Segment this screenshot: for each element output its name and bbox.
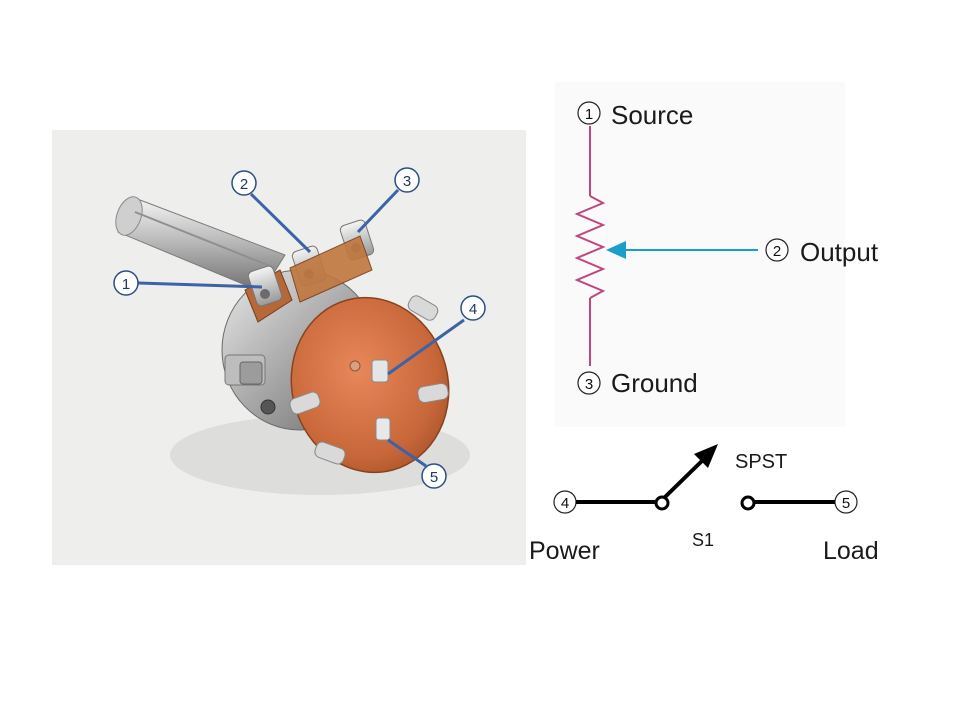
switch-lever — [662, 456, 707, 500]
pin1-number: 1 — [585, 106, 593, 123]
pin1-circle — [577, 101, 601, 125]
switch-contact-left — [654, 495, 670, 511]
callout-line-2 — [249, 192, 312, 254]
callout-5-text: 5 — [430, 469, 438, 486]
photo-callout-5: 5 — [421, 463, 447, 489]
photo-callout-4: 4 — [460, 295, 486, 321]
callout-line-1 — [137, 281, 263, 289]
pin3-circle — [577, 371, 601, 395]
pin5-circle — [834, 490, 858, 514]
wiper-arrow — [606, 241, 758, 259]
pin4-number: 4 — [561, 495, 569, 512]
resistor-symbol — [574, 126, 606, 366]
pin1-label: Source — [611, 100, 693, 130]
switch-contact-right — [740, 495, 756, 511]
switch-designator: S1 — [692, 530, 714, 550]
photo-callout-3: 3 — [394, 167, 420, 193]
shaft — [115, 196, 286, 293]
pin3-label: Ground — [611, 368, 698, 398]
pin5-number: 5 — [842, 495, 850, 512]
potentiometer-photo: 1 2 3 4 5 — [52, 130, 526, 565]
switch-type-label: SPST — [735, 451, 787, 473]
callout-line-5 — [387, 438, 427, 468]
pin2-label: Output — [800, 237, 879, 267]
callout-lines — [137, 188, 465, 468]
potentiometer-schematic: 1 Source 2 Output 3 Ground — [555, 82, 879, 427]
pin2-number: 2 — [773, 243, 781, 260]
pin3-number: 3 — [585, 376, 593, 393]
switch-lever-arrowhead — [694, 444, 718, 468]
schematic-panel — [555, 82, 845, 427]
switch-wafer — [289, 295, 450, 474]
callout-1-text: 1 — [122, 276, 130, 293]
callout-line-3 — [356, 188, 400, 234]
photo-callout-1: 1 — [113, 270, 139, 296]
photo-callout-2: 2 — [231, 170, 257, 196]
callout-4-text: 4 — [469, 301, 477, 318]
switch-schematic: SPST 4 5 Power S1 Load — [529, 444, 879, 565]
callout-3-text: 3 — [403, 173, 411, 190]
pin2-circle — [765, 238, 789, 262]
callout-line-4 — [387, 318, 465, 376]
load-label: Load — [823, 537, 879, 565]
terminal-lugs — [244, 219, 375, 323]
callout-2-text: 2 — [240, 176, 248, 193]
power-label: Power — [529, 537, 600, 565]
